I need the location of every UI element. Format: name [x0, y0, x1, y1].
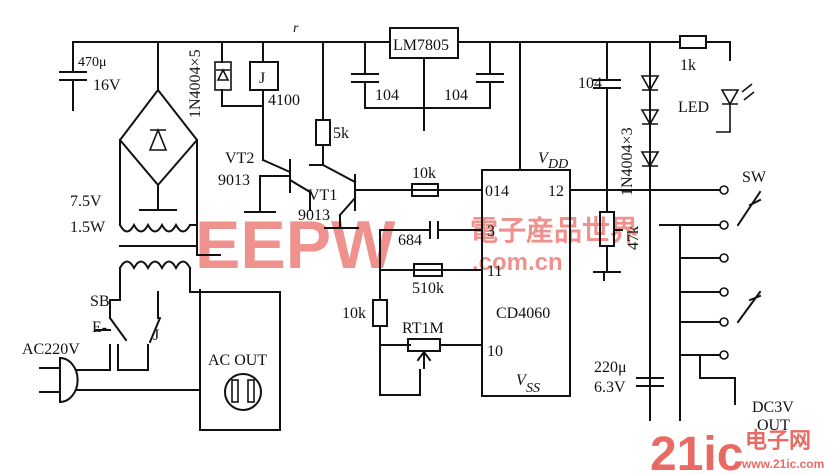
vt2-type-label: 9013 — [218, 172, 250, 189]
ic-vdd-sub: DD — [547, 157, 568, 172]
diode-string-label: 1N4004×3 — [619, 127, 636, 196]
oscillator-wires — [379, 221, 483, 396]
led-label: LED — [678, 99, 709, 116]
vt1-label: VT1 — [308, 187, 337, 204]
potentiometer-rt1m — [407, 338, 441, 352]
eepw-domain-text: .com.cn — [472, 249, 563, 276]
transformer — [109, 184, 201, 301]
eepw-logo-text: EEPW — [195, 207, 396, 283]
cap-470u-label: 470μ — [78, 55, 107, 70]
cap-220u-label: 220μ — [594, 359, 627, 376]
ic-vss-sub: SS — [526, 381, 540, 396]
ic-pin14: 014 — [485, 183, 509, 200]
sb-label: SB — [90, 293, 110, 310]
dc-out-label-1: DC3V — [752, 399, 794, 416]
ic-pin12: 12 — [548, 183, 564, 200]
ac-input-label: AC220V — [22, 341, 80, 358]
transistor-vt2 — [244, 158, 324, 213]
r510k-label: 510k — [412, 280, 444, 297]
cap-104-right-label: 104 — [578, 75, 602, 92]
j-contact-label: J — [153, 327, 159, 344]
led — [716, 83, 755, 133]
resistor-510k — [413, 263, 443, 277]
cap-470u-voltage: 16V — [93, 77, 121, 94]
diode-string — [640, 41, 660, 421]
pot-wiper — [416, 350, 432, 369]
r1k-label: 1k — [680, 57, 696, 74]
switch-sw[interactable] — [649, 185, 762, 421]
relay-label: J — [259, 70, 265, 87]
vt2-label: VT2 — [225, 150, 254, 167]
dc-out-label-2: OUT — [757, 417, 790, 434]
ic-vdd-label: V — [538, 150, 550, 167]
resistor-10k-top — [411, 183, 439, 197]
cap-220u — [636, 377, 664, 411]
eepw-cn-text: 電子産品世界 — [470, 214, 638, 246]
ac-input-section — [39, 289, 281, 431]
resistor-5k-label: 5k — [333, 125, 349, 142]
resistor-10k-left — [372, 299, 388, 327]
ic-pin10: 10 — [487, 343, 503, 360]
cd4060-ic — [481, 169, 571, 397]
cap-104-in-label: 104 — [375, 87, 399, 104]
ac-out-label: AC OUT — [208, 352, 267, 369]
cap-220u-voltage: 6.3V — [594, 379, 626, 396]
cap-104-right — [593, 41, 621, 273]
relay-coil — [214, 41, 279, 161]
ic-pin3: 3 — [487, 223, 495, 240]
21ic-domain-text: www.21ic.com — [741, 457, 824, 471]
cap-104-out-label: 104 — [444, 87, 468, 104]
node-r-label: r — [293, 21, 299, 36]
resistor-1k — [679, 35, 707, 49]
r47k-label: 47k — [625, 226, 642, 250]
bridge-rectifier — [118, 41, 221, 256]
transformer-power: 1.5W — [70, 219, 106, 236]
21ic-logo-text: 21ic — [650, 428, 743, 474]
rt1m-label: RT1M — [402, 320, 444, 337]
transistor-vt1 — [321, 163, 411, 229]
eepw-watermark: EEPW 電子産品世界 .com.cn — [195, 207, 638, 283]
diode-type-label: 1N4004×5 — [187, 49, 204, 118]
top-rail-wire — [72, 41, 731, 61]
resistor-5k — [315, 119, 331, 146]
ic-name: CD4060 — [496, 305, 550, 322]
lm7805-label: LM7805 — [393, 37, 449, 54]
ic-vss-label: V — [516, 372, 528, 389]
r10k-left-label: 10k — [342, 305, 366, 322]
ground-wires — [72, 107, 605, 281]
21ic-watermark: 21ic 电子网 www.21ic.com — [650, 428, 824, 474]
regulator-caps — [351, 41, 504, 131]
ic-pin11: 11 — [487, 263, 502, 280]
21ic-cn-text: 电子网 — [745, 428, 811, 453]
r10k-top-label: 10k — [412, 165, 436, 182]
sb-e-label: E- — [92, 319, 107, 336]
transformer-voltage: 7.5V — [70, 193, 102, 210]
cap-470u-symbol — [59, 41, 87, 109]
cap-684-label: 684 — [398, 232, 422, 249]
relay-number-label: 4100 — [268, 92, 300, 109]
sw-label: SW — [742, 169, 767, 186]
vt1-type-label: 9013 — [298, 207, 330, 224]
